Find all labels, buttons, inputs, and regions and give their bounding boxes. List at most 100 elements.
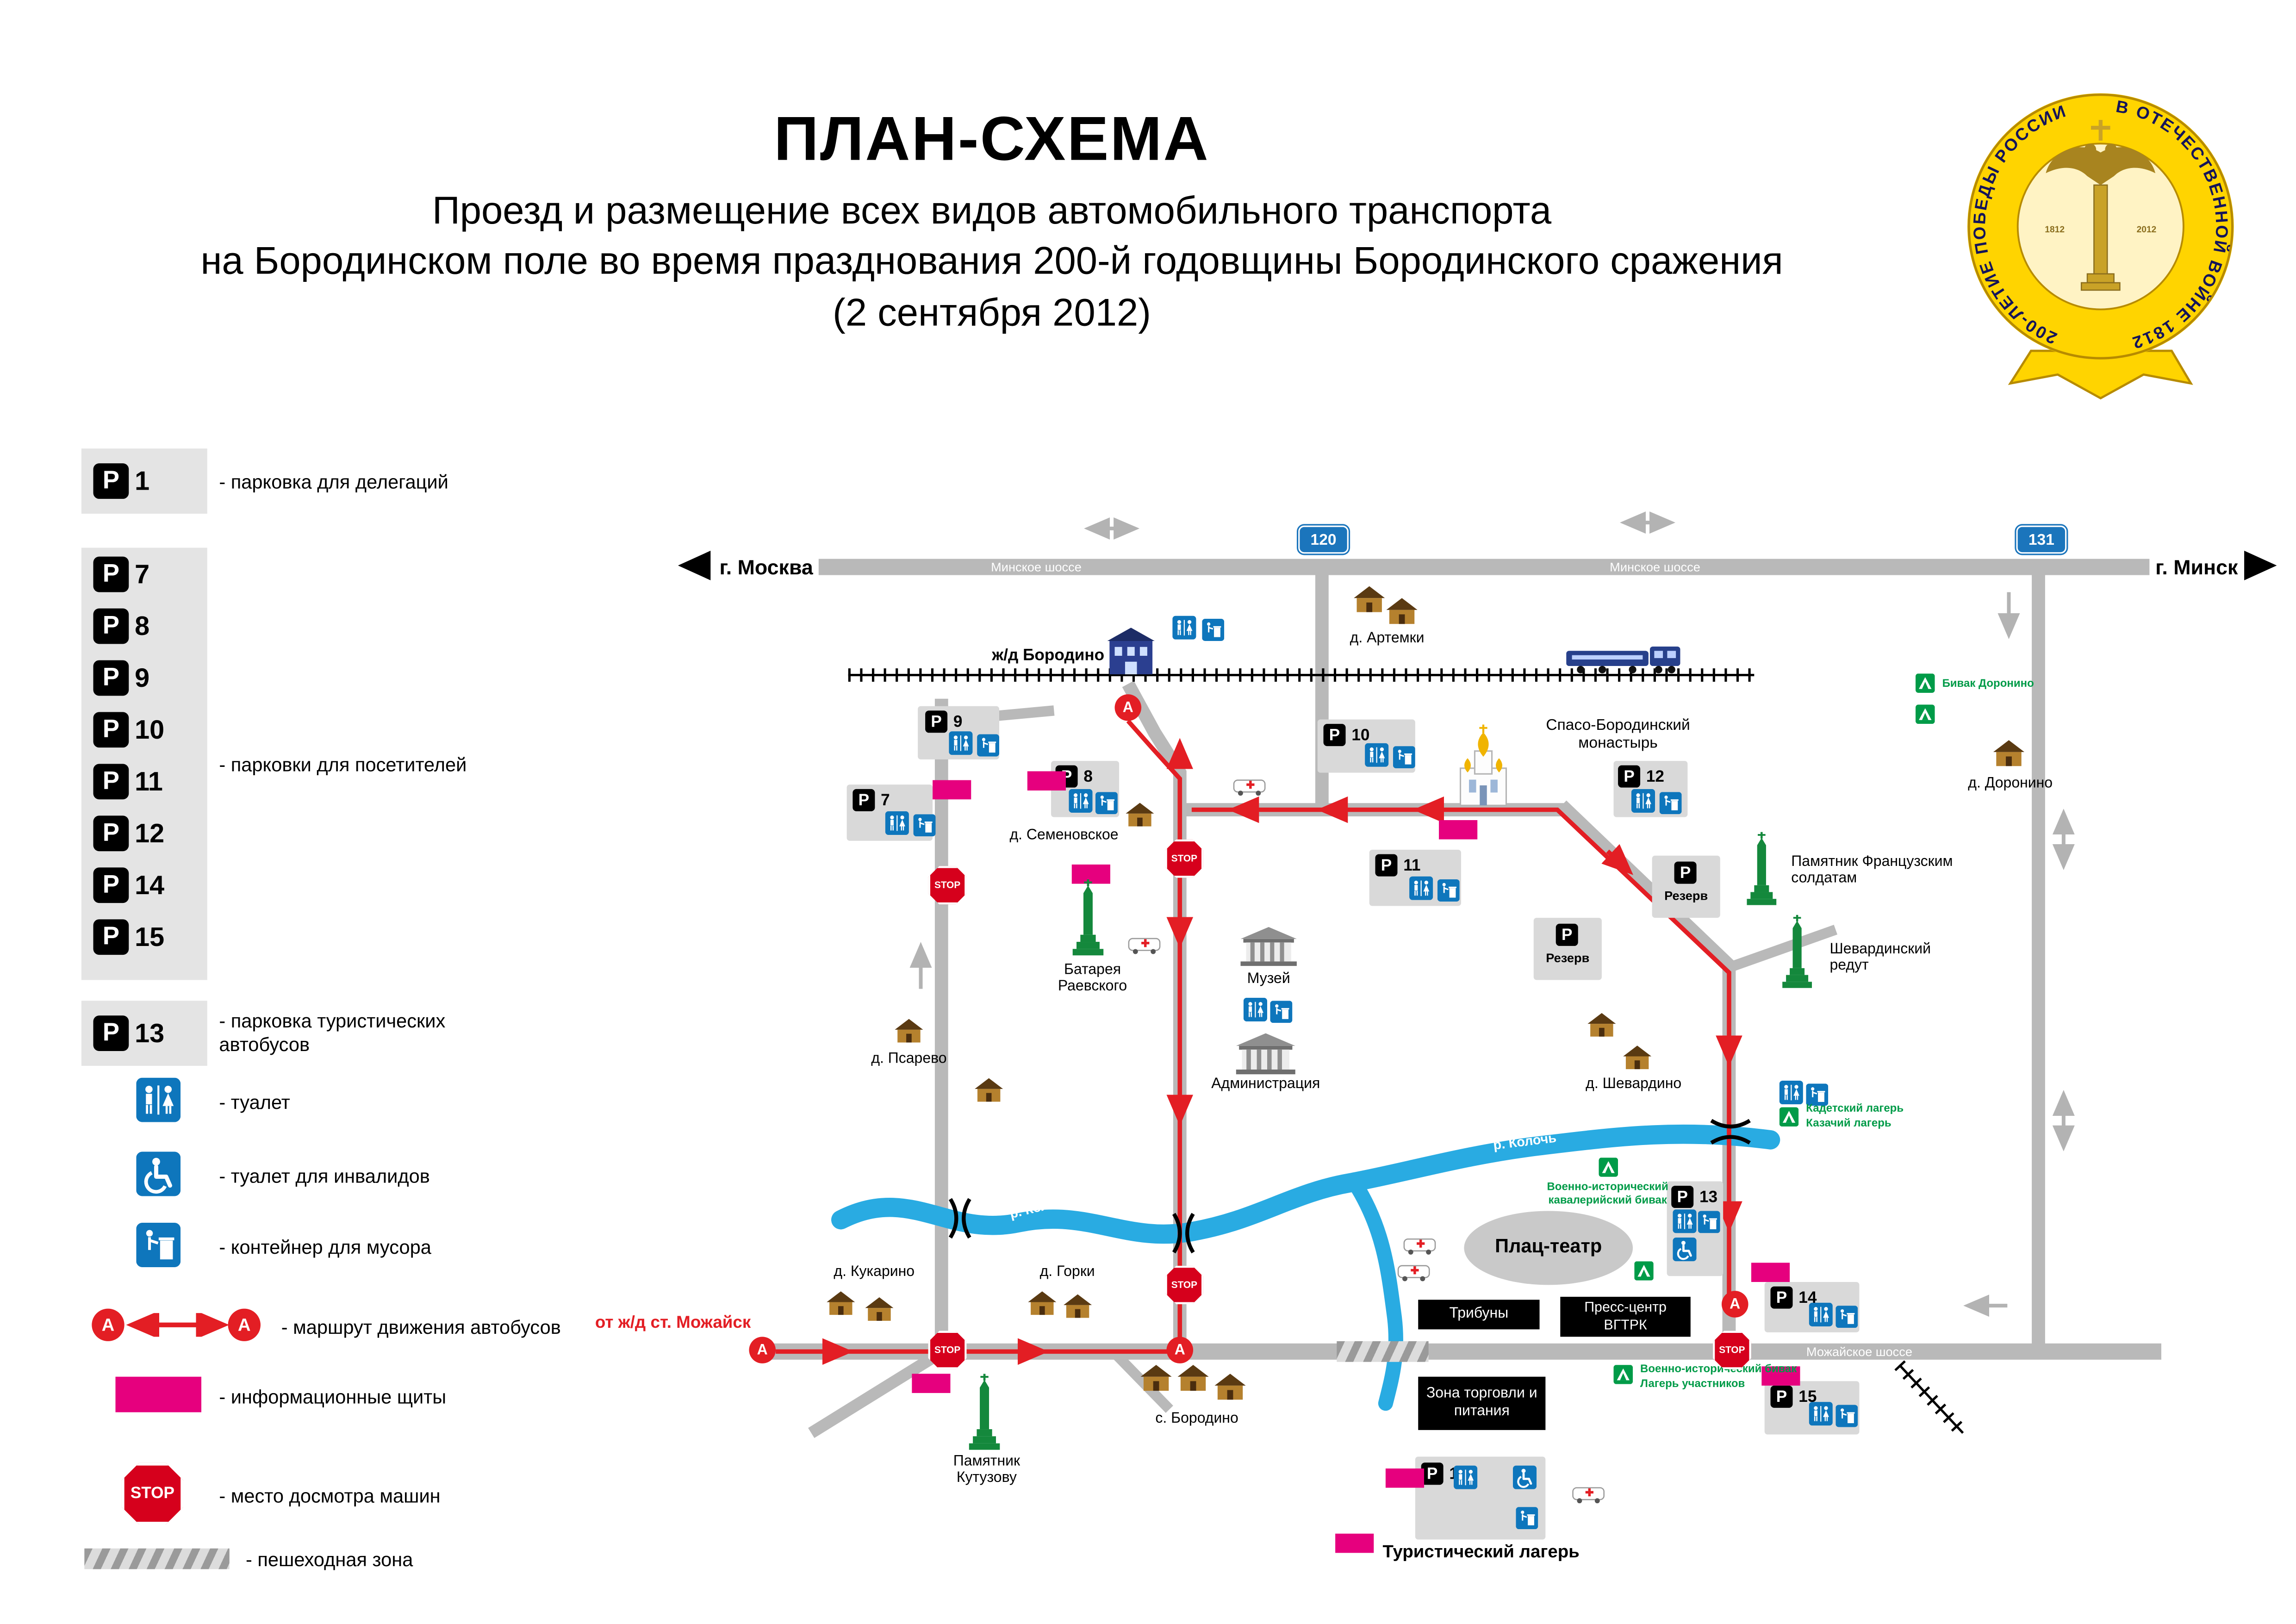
trash-container-icon: [1270, 1001, 1292, 1023]
label-kukarino: д. Кукарино: [834, 1264, 915, 1281]
trash-container-icon: [1202, 619, 1224, 641]
subtitle-line1: Проезд и размещение всех видов автомобил…: [432, 188, 1552, 233]
ambulance-icon: [1572, 1486, 1605, 1504]
trash-container-icon: [1095, 792, 1118, 814]
station-building-icon: [1108, 628, 1155, 675]
map-parking-p1: P1: [1421, 1462, 1458, 1485]
trash-container-icon: [1836, 1405, 1858, 1427]
house-icon: [894, 1019, 924, 1044]
map-parking-reserve2: P: [1556, 923, 1578, 946]
trash-container-icon: [1393, 746, 1415, 768]
info-board: [933, 780, 971, 800]
label-kutuzov-monument: Памятник Кутузову: [953, 1454, 1020, 1487]
label-minskoe-west: Минское шоссе: [991, 560, 1082, 575]
label-doronino: д. Доронино: [1968, 776, 2053, 792]
toilet-icon: [885, 811, 909, 835]
house-icon: [1177, 1365, 1209, 1392]
toilet-icon: [1809, 1402, 1833, 1425]
house-icon: [865, 1297, 894, 1322]
label-administration: Администрация: [1211, 1076, 1320, 1093]
trade-zone-box: Зона торговли и питания: [1418, 1376, 1546, 1430]
road-sign-120: 120: [1298, 525, 1349, 554]
label-bivak-doronino: Бивак Доронино: [1942, 676, 2034, 690]
monument-icon: [968, 1374, 1001, 1450]
parking-icon: P: [93, 1015, 129, 1052]
press-centre-box: Пресс-центр ВГТРК: [1560, 1296, 1691, 1337]
label-french-monument: Памятник Французским солдатам: [1791, 854, 1953, 887]
monument-icon: [1747, 832, 1776, 906]
info-board: [1439, 820, 1478, 840]
label-reserve1: Резерв: [1664, 888, 1708, 903]
monument-icon: [1072, 879, 1104, 956]
route-a-marker: A: [92, 1308, 124, 1341]
camp-icon: [1916, 673, 1935, 693]
label-from-mozhaysk: от ж/д ст. Можайск: [595, 1314, 751, 1332]
toilet-icon: [949, 731, 972, 755]
emblem-ribbon: [2008, 349, 2193, 400]
toilet-icon: [1069, 789, 1092, 813]
page-title: ПЛАН-СХЕМА: [774, 103, 1210, 174]
stop-sign: STOP: [1165, 1265, 1204, 1304]
parking-icon: P: [93, 660, 129, 696]
toilet-icon: [1780, 1081, 1803, 1104]
info-board: [1385, 1468, 1425, 1488]
label-museum: Музей: [1247, 971, 1290, 988]
label-mozhayskoe: Можайское шоссе: [1806, 1344, 1912, 1359]
trash-container-icon: [1516, 1507, 1538, 1529]
trash-container-icon: [1437, 879, 1460, 902]
pedestrian-zone-icon: [84, 1548, 230, 1569]
parking-icon: P: [93, 867, 129, 903]
info-board: [1027, 771, 1066, 791]
legend-parking-p1: P 1: [93, 463, 149, 499]
emblem-year-left: 1812: [2045, 225, 2065, 235]
stop-sign: STOP: [121, 1462, 184, 1525]
legend-label-visitors: - парковки для посетителей: [219, 753, 467, 776]
road-sign-131: 131: [2016, 525, 2067, 554]
plats-theatre-shape: [1464, 1211, 1633, 1285]
legend-label-tourist-buses: - парковка туристических автобусов: [219, 1009, 446, 1056]
bus-route-arrow: [126, 1313, 230, 1337]
route-a-marker: A: [1114, 694, 1142, 721]
label-military-bivak: Военно-исторический бивак: [1640, 1362, 1797, 1375]
emblem-eagle-column: 1812 2012: [2045, 120, 2156, 291]
info-board: [1761, 1366, 1800, 1386]
legend-parking-p13: P 13: [93, 1015, 164, 1052]
toilet-icon: [1244, 998, 1267, 1021]
legend-label-bus-route: - маршрут движения автобусов: [281, 1316, 561, 1338]
house-icon: [1353, 586, 1386, 613]
label-participants-camp: Лагерь участников: [1640, 1376, 1745, 1390]
label-plats-theatre: Плац-театр: [1495, 1234, 1602, 1257]
house-icon: [974, 1078, 1004, 1103]
parking-icon: P: [93, 764, 129, 800]
toilet-icon: [1365, 743, 1388, 767]
parking-icon: P: [93, 815, 129, 852]
label-moscow: г. Москва: [719, 555, 813, 579]
anniversary-emblem: 200-ЛЕТИЕ ПОБЕДЫ РОССИИ В ОТЕЧЕСТВЕННОЙ …: [1967, 93, 2234, 400]
house-icon: [1063, 1294, 1093, 1319]
legend-label-toilet: - туалет: [219, 1091, 290, 1114]
info-board: [1751, 1263, 1790, 1282]
monument-icon: [1782, 915, 1812, 989]
label-semenovskoe: д. Семеновское: [1009, 828, 1119, 844]
label-shevardino-redoubt: Шевардинский редут: [1829, 941, 1931, 975]
label-psarevo: д. Псарево: [871, 1051, 947, 1068]
legend-label-inspection: - место досмотра машин: [219, 1485, 441, 1507]
route-a-marker: A: [228, 1308, 261, 1341]
house-icon: [1992, 740, 2025, 767]
river-layer: [831, 1124, 1780, 1411]
camp-icon: [1780, 1108, 1799, 1127]
info-board: [1335, 1533, 1374, 1553]
parking-icon: P: [93, 712, 129, 748]
map-parking-reserve1: P: [1674, 861, 1697, 884]
stop-sign: STOP: [928, 1331, 967, 1369]
label-station: ж/д Бородино: [992, 647, 1105, 665]
stop-sign: STOP: [1712, 1331, 1751, 1369]
camp-icon: [1634, 1261, 1654, 1281]
ambulance-icon: [1233, 778, 1265, 796]
camp-icon: [1613, 1365, 1633, 1384]
museum-building-icon: [1240, 927, 1297, 966]
